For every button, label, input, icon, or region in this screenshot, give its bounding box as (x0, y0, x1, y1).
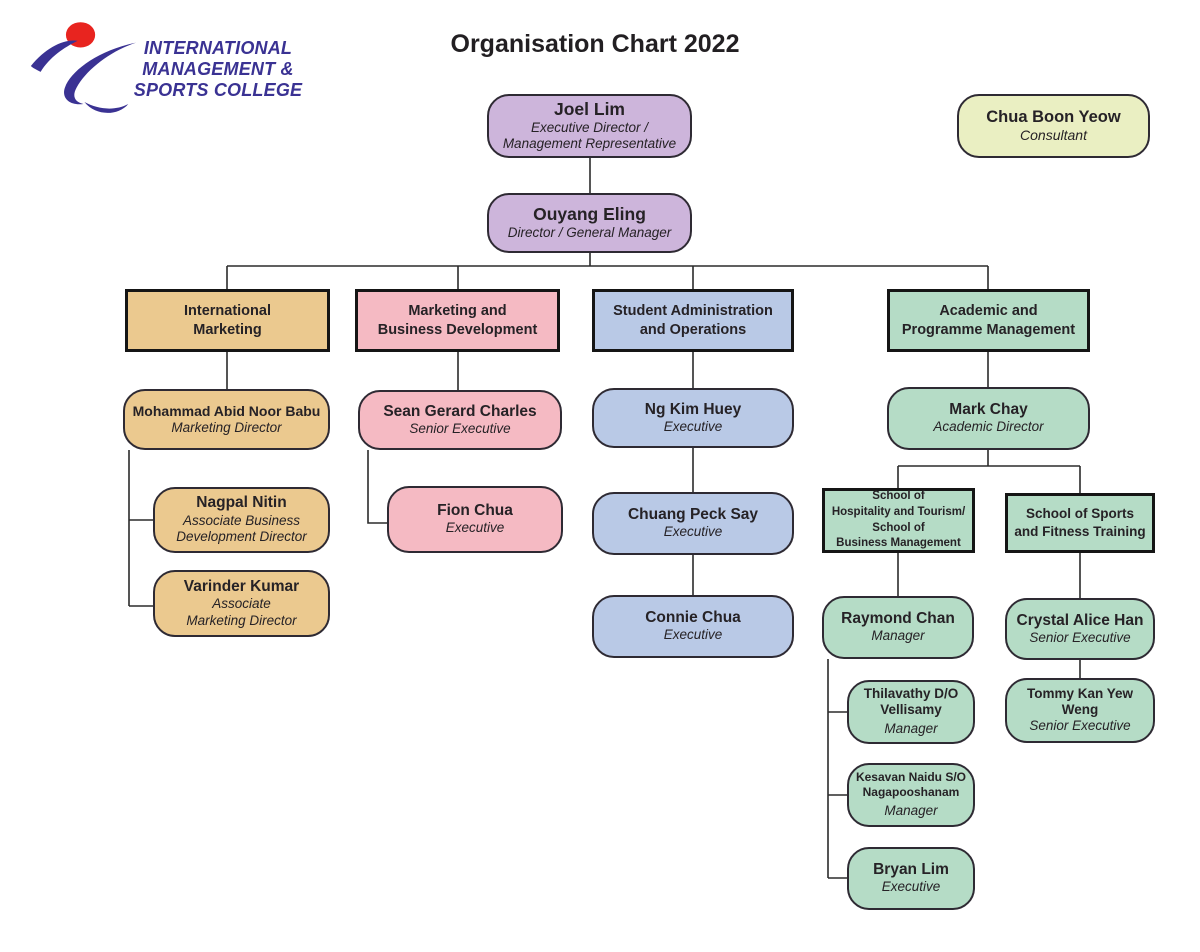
node-executive-sao-1: Ng Kim Huey Executive (592, 388, 794, 448)
page-title: Organisation Chart 2022 (450, 30, 740, 58)
person-role: Senior Executive (1029, 629, 1131, 645)
connector-raymond-subtree (827, 659, 847, 879)
dept-label: Academic and Programme Management (901, 302, 1076, 338)
node-executive-sao-3: Connie Chua Executive (592, 595, 794, 658)
person-role: Marketing Director (171, 419, 282, 435)
node-senior-executive-tommy: Tommy Kan Yew Weng Senior Executive (1005, 678, 1155, 743)
person-role: Director / General Manager (507, 225, 672, 241)
school-sports-fitness: School of Sports and Fitness Training (1005, 493, 1155, 553)
dept-marketing-business-development: Marketing and Business Development (355, 289, 560, 352)
node-executive-sao-2: Chuang Peck Say Executive (592, 492, 794, 555)
person-role: Executive (663, 627, 723, 643)
node-assoc-bd-director: Nagpal Nitin Associate Business Developm… (153, 487, 330, 553)
person-name: Crystal Alice Han (1016, 611, 1144, 629)
connector-mark-schools (897, 450, 1081, 493)
person-role: Senior Executive (409, 420, 511, 436)
person-name: Ouyang Eling (533, 204, 646, 225)
dept-label: Marketing and Business Development (377, 302, 538, 338)
person-name: Varinder Kumar (183, 577, 300, 595)
node-executive-bryan: Bryan Lim Executive (847, 847, 975, 910)
college-logo-icon (30, 22, 137, 113)
person-role: Senior Executive (1029, 718, 1131, 734)
connector-intl-marketing-subtree (128, 450, 153, 607)
person-name: Connie Chua (645, 609, 741, 627)
school-label: School of Hospitality and Tourism/ Schoo… (831, 490, 966, 550)
person-name: Tommy Kan Yew Weng (1026, 686, 1134, 718)
connector-sean-fion (367, 450, 387, 524)
node-academic-director: Mark Chay Academic Director (887, 387, 1090, 450)
node-senior-executive-crystal: Crystal Alice Han Senior Executive (1005, 598, 1155, 660)
person-role: Executive (881, 879, 941, 895)
person-role: Executive (445, 520, 505, 536)
person-name: Kesavan Naidu S/O Nagapooshanam (855, 770, 967, 800)
node-marketing-director: Mohammad Abid Noor Babu Marketing Direct… (123, 389, 330, 450)
person-name: Chua Boon Yeow (986, 107, 1121, 126)
person-role: Manager (871, 628, 925, 644)
dept-label: Student Administration and Operations (613, 302, 773, 338)
school-label: School of Sports and Fitness Training (1014, 506, 1146, 539)
dept-label: International Marketing (183, 302, 271, 338)
person-name: Bryan Lim (873, 861, 949, 879)
dept-student-admin-operations: Student Administration and Operations (592, 289, 794, 352)
person-name: Sean Gerard Charles (383, 402, 537, 420)
person-name: Mark Chay (949, 401, 1028, 419)
person-name: Ng Kim Huey (644, 400, 742, 418)
person-name: Joel Lim (554, 99, 625, 120)
person-role: Executive (663, 418, 723, 434)
node-executive-director: Joel Lim Executive Director / Management… (487, 94, 692, 158)
node-executive-mbd: Fion Chua Executive (387, 486, 563, 553)
person-name: Fion Chua (437, 502, 513, 520)
node-manager-raymond: Raymond Chan Manager (822, 596, 974, 659)
node-general-manager: Ouyang Eling Director / General Manager (487, 193, 692, 253)
person-role: Associate Marketing Director (186, 596, 297, 628)
person-name: Raymond Chan (841, 610, 955, 628)
person-name: Mohammad Abid Noor Babu (132, 403, 321, 419)
node-manager-thilavathy: Thilavathy D/O Vellisamy Manager (847, 680, 975, 744)
person-role: Consultant (1020, 127, 1087, 144)
person-role: Executive Director / Management Represen… (502, 119, 677, 152)
person-role: Academic Director (933, 419, 1044, 435)
node-consultant: Chua Boon Yeow Consultant (957, 94, 1150, 158)
person-name: Thilavathy D/O Vellisamy (863, 686, 959, 718)
school-hospitality-business: School of Hospitality and Tourism/ Schoo… (822, 488, 975, 553)
college-logo-text: INTERNATIONAL MANAGEMENT & SPORTS COLLEG… (133, 38, 303, 101)
person-name: Chuang Peck Say (627, 506, 759, 524)
connector-dept-drops (226, 352, 989, 390)
person-role: Manager (884, 721, 938, 737)
person-role: Executive (663, 524, 723, 540)
person-role: Associate Business Development Director (176, 512, 307, 545)
connector-ouyang-bus (226, 253, 989, 289)
node-senior-executive-mbd: Sean Gerard Charles Senior Executive (358, 390, 562, 450)
node-assoc-marketing-director: Varinder Kumar Associate Marketing Direc… (153, 570, 330, 637)
person-name: Nagpal Nitin (196, 494, 287, 512)
dept-academic-programme-management: Academic and Programme Management (887, 289, 1090, 352)
dept-international-marketing: International Marketing (125, 289, 330, 352)
person-role: Manager (884, 803, 938, 819)
node-manager-kesavan: Kesavan Naidu S/O Nagapooshanam Manager (847, 763, 975, 827)
